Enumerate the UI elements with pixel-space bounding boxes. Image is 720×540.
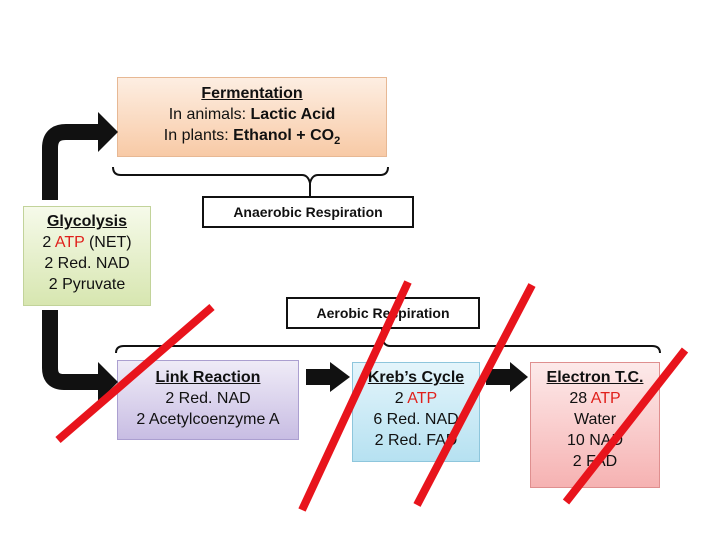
electron-transport-box: Electron T.C. 28 ATP Water 10 NAD 2 FAD bbox=[530, 362, 660, 488]
electron-transport-strike bbox=[562, 347, 689, 505]
krebs-cycle-atp-number: 2 bbox=[394, 390, 408, 407]
link-reaction-title: Link Reaction bbox=[155, 369, 261, 386]
glycolysis-to-fermentation-arrowhead bbox=[98, 112, 118, 152]
fermentation-box: Fermentation In animals: Lactic Acid In … bbox=[117, 77, 387, 157]
fermentation-animals-prefix: In animals: bbox=[168, 106, 251, 123]
glycolysis-to-link-arrowhead bbox=[98, 362, 118, 402]
krebs-cycle-title: Kreb’s Cycle bbox=[367, 369, 465, 386]
fermentation-title: Fermentation bbox=[201, 85, 303, 102]
krebs-cycle-atp-line: 2 ATP bbox=[353, 388, 479, 409]
krebs-cycle-strike-2 bbox=[413, 283, 536, 507]
krebs-cycle-box: Kreb’s Cycle 2 ATP 6 Red. NAD 2 Red. FAD bbox=[352, 362, 480, 462]
electron-transport-atp-word: ATP bbox=[590, 390, 621, 407]
anaerobic-brace bbox=[112, 166, 389, 184]
link-reaction-box: Link Reaction 2 Red. NAD 2 Acetylcoenzym… bbox=[117, 360, 299, 440]
aerobic-brace bbox=[115, 337, 661, 354]
glycolysis-atp-rest: (NET) bbox=[84, 234, 132, 251]
fermentation-animals-value: Lactic Acid bbox=[250, 106, 336, 123]
glycolysis-to-fermentation-arrow bbox=[42, 124, 100, 200]
electron-transport-title: Electron T.C. bbox=[546, 369, 644, 386]
glycolysis-atp-word: ATP bbox=[54, 234, 85, 251]
link-to-krebs-arrowhead bbox=[330, 362, 350, 392]
electron-transport-water-line: Water bbox=[573, 411, 617, 428]
fermentation-plants-line: In plants: Ethanol + CO2 bbox=[118, 125, 386, 152]
electron-transport-atp-line: 28 ATP bbox=[531, 388, 659, 409]
electron-transport-atp-number: 28 bbox=[569, 390, 591, 407]
link-to-krebs-arrow bbox=[306, 369, 332, 385]
krebs-to-etc-arrowhead bbox=[510, 362, 528, 392]
krebs-to-etc-arrow bbox=[486, 369, 512, 385]
aerobic-respiration-label: Aerobic Respiration bbox=[286, 297, 480, 329]
link-reaction-nad-line: 2 Red. NAD bbox=[165, 390, 251, 407]
link-reaction-strike bbox=[55, 303, 215, 444]
glycolysis-pyruvate-line: 2 Pyruvate bbox=[48, 276, 126, 293]
fermentation-plants-subscript: 2 bbox=[334, 135, 341, 148]
glycolysis-title: Glycolysis bbox=[46, 213, 128, 230]
krebs-cycle-atp-word: ATP bbox=[407, 390, 438, 407]
krebs-cycle-nad-line: 6 Red. NAD bbox=[373, 411, 459, 428]
glycolysis-atp-line: 2 ATP (NET) bbox=[24, 232, 150, 253]
glycolysis-box: Glycolysis 2 ATP (NET) 2 Red. NAD 2 Pyru… bbox=[23, 206, 151, 306]
fermentation-plants-value: Ethanol + CO bbox=[233, 127, 335, 144]
krebs-cycle-fad-line: 2 Red. FAD bbox=[374, 432, 458, 449]
anaerobic-respiration-label: Anaerobic Respiration bbox=[202, 196, 414, 228]
glycolysis-atp-number: 2 bbox=[42, 234, 55, 251]
glycolysis-to-link-arrow bbox=[42, 310, 100, 390]
krebs-cycle-strike bbox=[298, 280, 412, 512]
fermentation-plants-prefix: In plants: bbox=[163, 127, 234, 144]
link-reaction-acetyl-line: 2 Acetylcoenzyme A bbox=[136, 411, 280, 428]
glycolysis-nad-line: 2 Red. NAD bbox=[44, 255, 130, 272]
fermentation-animals-line: In animals: Lactic Acid bbox=[118, 104, 386, 125]
